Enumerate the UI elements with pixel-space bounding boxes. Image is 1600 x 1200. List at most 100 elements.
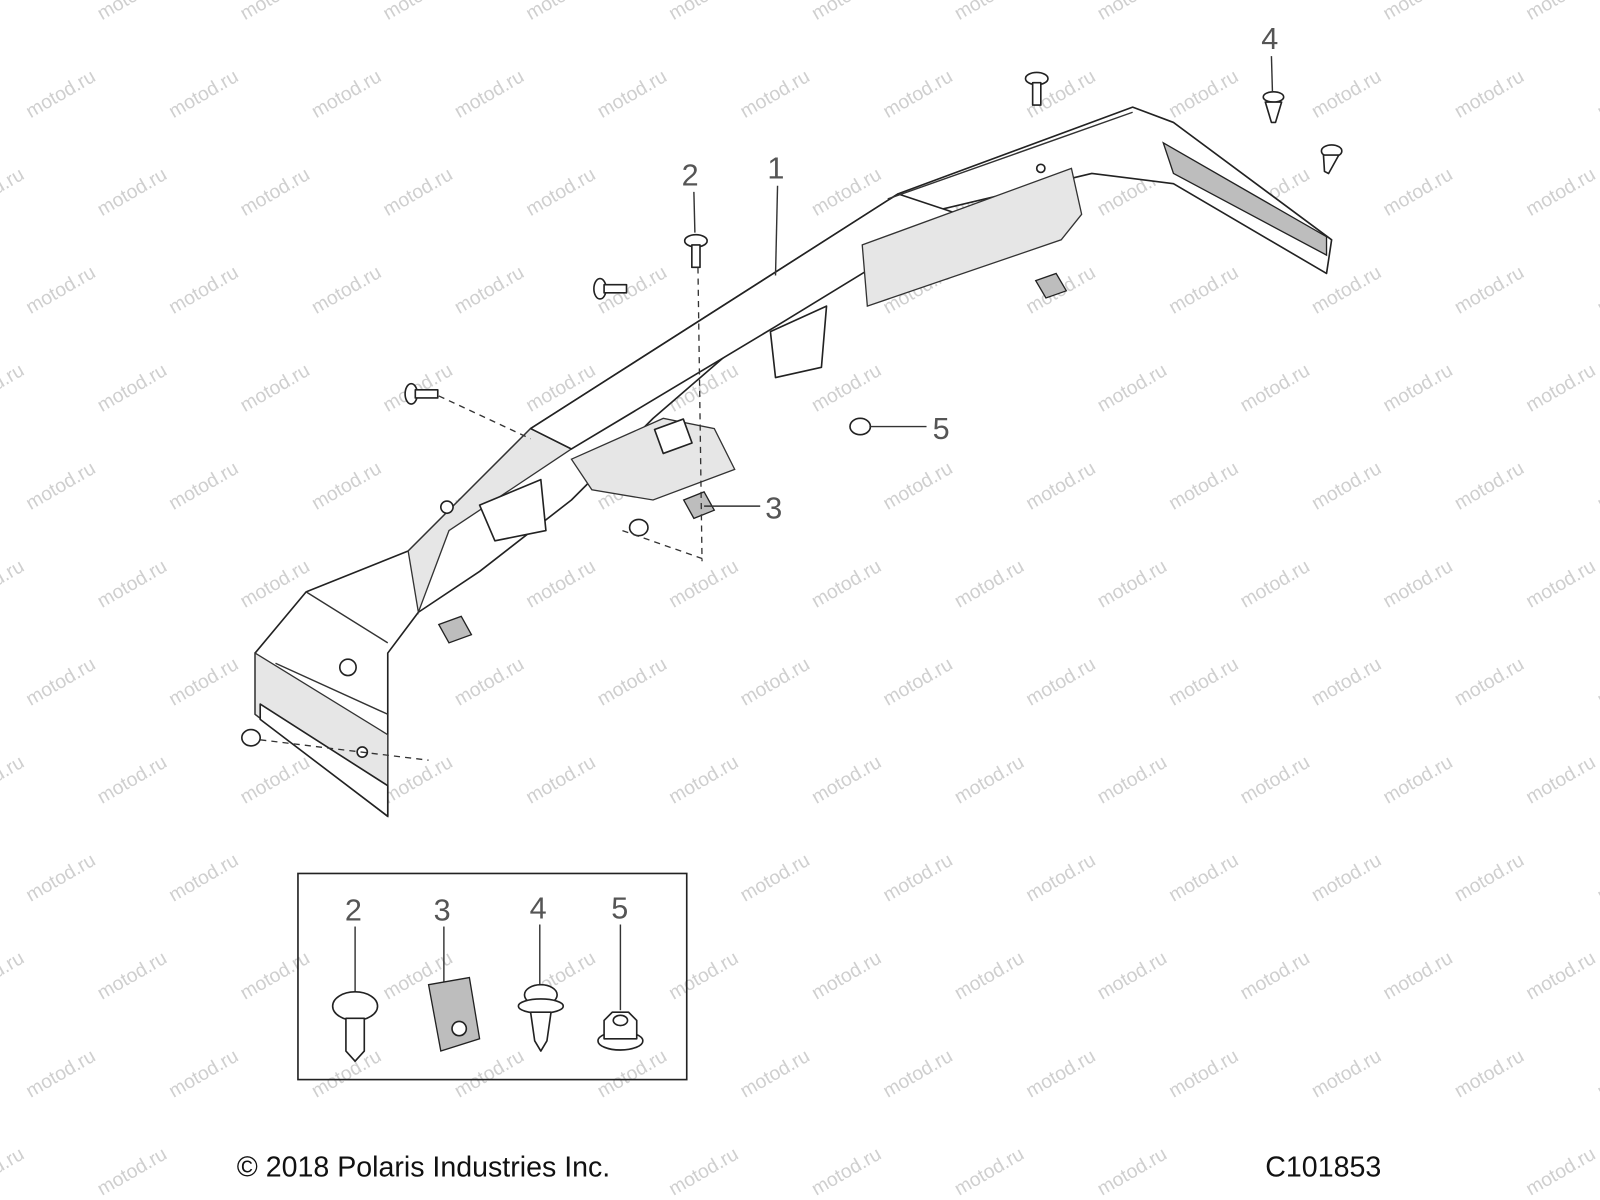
watermark-text: motod.ru	[1522, 751, 1599, 808]
flange-nut-icon	[849, 417, 872, 436]
watermark-text: motod.ru	[665, 947, 742, 1004]
watermark-text: motod.ru	[736, 65, 813, 122]
push-rivet-icon	[1320, 144, 1343, 175]
clip-nut-icon	[427, 976, 481, 1052]
watermark-text: motod.ru	[665, 555, 742, 612]
watermark-text: motod.ru	[1236, 947, 1313, 1004]
watermark-text: motod.ru	[0, 1143, 28, 1200]
watermark-text: motod.ru	[1165, 261, 1242, 318]
alignment-lines	[260, 267, 705, 761]
watermark-text: motod.ru	[451, 1045, 528, 1102]
watermark-text: motod.ru	[1451, 849, 1528, 906]
watermark-text: motod.ru	[951, 1143, 1028, 1200]
watermark-text: motod.ru	[736, 1045, 813, 1102]
watermark-text: motod.ru	[0, 555, 28, 612]
watermark-text: motod.ru	[808, 947, 885, 1004]
screw-icon	[593, 277, 628, 300]
watermark-text: motod.ru	[665, 751, 742, 808]
watermark-text: motod.ru	[22, 457, 99, 514]
watermark-text: motod.ru	[1308, 849, 1385, 906]
watermark-text: motod.ru	[308, 1045, 385, 1102]
watermark-text: motod.ru	[1379, 947, 1456, 1004]
watermark-text: motod.ru	[1522, 555, 1599, 612]
watermark-text: motod.ru	[879, 849, 956, 906]
watermark-text: motod.ru	[951, 555, 1028, 612]
watermark-text: motod.ru	[94, 947, 171, 1004]
watermark-text: motod.ru	[1594, 1045, 1600, 1102]
inset-label-3: 3	[434, 893, 451, 927]
watermark-text: motod.ru	[665, 0, 742, 25]
watermark-text: motod.ru	[1094, 947, 1171, 1004]
watermark-text: motod.ru	[451, 261, 528, 318]
watermark-text: motod.ru	[0, 359, 28, 416]
callout-2: 2	[682, 159, 699, 193]
watermark-text: motod.ru	[379, 359, 456, 416]
watermark-text: motod.ru	[1308, 1045, 1385, 1102]
watermark-text: motod.ru	[22, 1045, 99, 1102]
watermark-text: motod.ru	[165, 261, 242, 318]
watermark-text: motod.ru	[1379, 555, 1456, 612]
screw-icon	[1024, 71, 1049, 106]
clip-nut-icon	[437, 615, 473, 644]
watermark-text: motod.ru	[1522, 359, 1599, 416]
watermark-text: motod.ru	[879, 1045, 956, 1102]
watermark-text: motod.ru	[236, 751, 313, 808]
callouts: 1 2 3 4 5	[682, 22, 1279, 525]
callout-1: 1	[767, 152, 784, 186]
watermark-text: motod.ru	[951, 0, 1028, 25]
watermark-text: motod.ru	[879, 653, 956, 710]
watermark-text: motod.ru	[0, 163, 28, 220]
watermark-text: motod.ru	[1522, 0, 1599, 25]
fastener-inset: 2 3 4 5	[297, 872, 688, 1081]
inset-label-2: 2	[345, 893, 362, 927]
watermark-text: motod.ru	[1165, 1045, 1242, 1102]
watermark-text: motod.ru	[1594, 653, 1600, 710]
watermark-text: motod.ru	[594, 65, 671, 122]
watermark-text: motod.ru	[379, 163, 456, 220]
screw-icon	[331, 991, 379, 1063]
flange-nut-icon	[628, 518, 649, 537]
watermark-text: motod.ru	[94, 751, 171, 808]
watermark-text: motod.ru	[94, 0, 171, 25]
watermark-text: motod.ru	[1022, 849, 1099, 906]
drawing-number: C101853	[1265, 1152, 1381, 1184]
watermark-text: motod.ru	[236, 163, 313, 220]
clip-nut-icon	[682, 491, 716, 520]
push-rivet-icon	[241, 728, 262, 747]
watermark-text: motod.ru	[1594, 457, 1600, 514]
watermark-text: motod.ru	[1379, 163, 1456, 220]
screw-icon	[683, 233, 708, 269]
watermark-text: motod.ru	[1308, 457, 1385, 514]
watermark-text: motod.ru	[522, 555, 599, 612]
watermark-text: motod.ru	[1094, 359, 1171, 416]
watermark-text: motod.ru	[1308, 65, 1385, 122]
watermark-text: motod.ru	[1165, 849, 1242, 906]
watermark-text: motod.ru	[951, 751, 1028, 808]
watermark-text: motod.ru	[1379, 751, 1456, 808]
watermark-text: motod.ru	[808, 555, 885, 612]
watermark-text: motod.ru	[808, 1143, 885, 1200]
watermark-text: motod.ru	[1308, 653, 1385, 710]
watermark-text: motod.ru	[1522, 163, 1599, 220]
callout-4: 4	[1261, 22, 1278, 56]
clip-nut-icon	[1034, 272, 1068, 299]
watermark-text: motod.ru	[1022, 653, 1099, 710]
watermark-text: motod.ru	[308, 65, 385, 122]
watermark-text: motod.ru	[1451, 1045, 1528, 1102]
watermark-text: motod.ru	[236, 359, 313, 416]
watermark-text: motod.ru	[879, 457, 956, 514]
watermark-text: motod.ru	[451, 65, 528, 122]
watermark-text: motod.ru	[1594, 261, 1600, 318]
push-rivet-icon	[1262, 91, 1285, 124]
watermark-text: motod.ru	[1094, 0, 1171, 25]
watermark-text: motod.ru	[451, 653, 528, 710]
flange-nut-icon	[597, 1011, 644, 1051]
watermark-text: motod.ru	[1165, 65, 1242, 122]
watermark-text: motod.ru	[1165, 653, 1242, 710]
watermark-text: motod.ru	[236, 0, 313, 25]
watermark-text: motod.ru	[594, 653, 671, 710]
watermark-text: motod.ru	[808, 0, 885, 25]
screw-icon	[404, 382, 439, 405]
watermark-text: motod.ru	[236, 947, 313, 1004]
